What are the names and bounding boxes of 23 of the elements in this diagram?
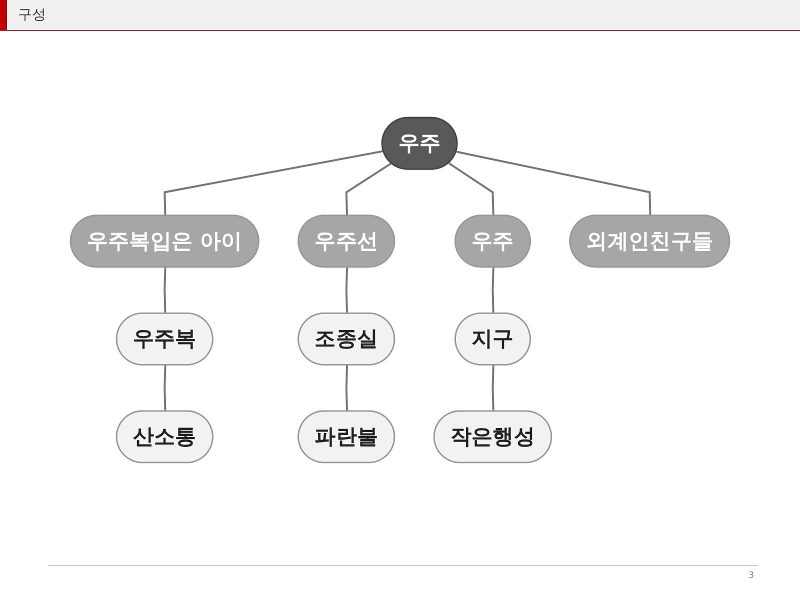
topic-node: 산소통 — [116, 410, 214, 464]
connector — [164, 365, 166, 412]
connector — [492, 268, 494, 314]
topic-node: 작은행성 — [433, 410, 552, 464]
connector — [164, 150, 384, 216]
connector — [448, 162, 494, 216]
topic-node: 우주선 — [298, 214, 396, 268]
connector — [345, 268, 348, 314]
topic-node: 우주복 — [116, 312, 214, 366]
connector — [164, 268, 166, 314]
topic-node: 외계인친구들 — [569, 214, 730, 268]
connector — [345, 162, 392, 216]
topic-node: 조종실 — [298, 312, 396, 366]
topic-node: 우주 — [381, 116, 458, 170]
topic-node: 지구 — [454, 312, 531, 366]
connector — [456, 150, 652, 216]
connector — [492, 365, 494, 412]
topic-node: 파란불 — [298, 410, 396, 464]
topic-node: 우주 — [454, 214, 531, 268]
slide-title: 구성 — [18, 6, 46, 24]
page-number: 3 — [748, 571, 754, 581]
connector — [345, 365, 348, 412]
topic-node: 우주복입은 아이 — [70, 214, 260, 268]
